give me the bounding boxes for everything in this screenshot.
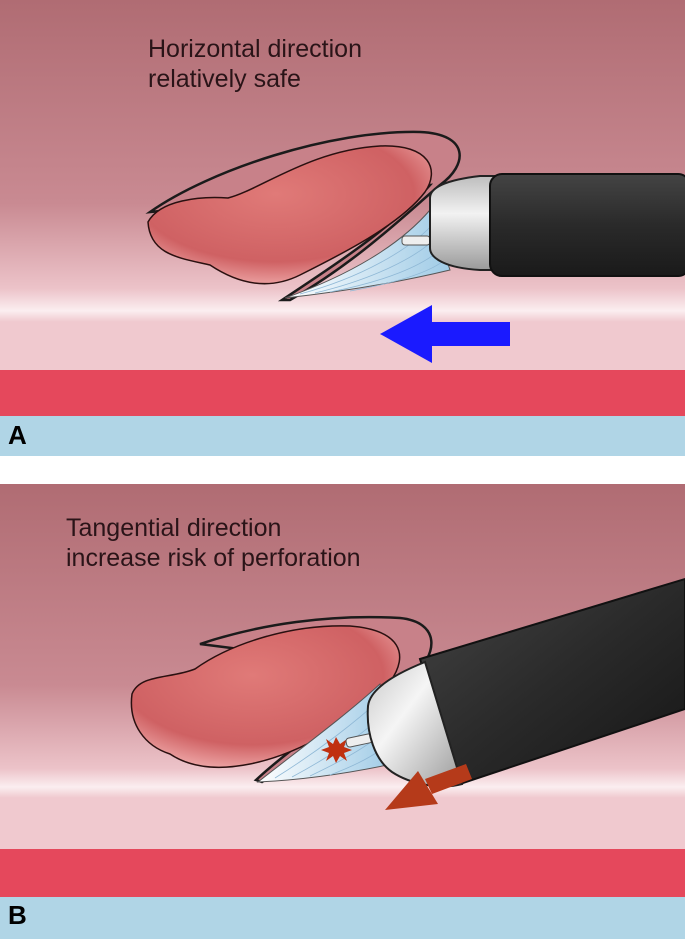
panel-a-illustration (0, 0, 685, 456)
panel-a-caption-line2: relatively safe (148, 65, 301, 93)
panel-a-caption: Horizontal direction relatively safe (148, 34, 362, 94)
panel-a: Horizontal direction relatively safe A (0, 0, 685, 456)
serosa-layer (0, 897, 685, 939)
panel-b-illustration (0, 484, 685, 939)
perforation-spark-icon (321, 737, 352, 763)
panel-b-caption-line2: increase risk of perforation (66, 544, 361, 572)
panel-a-letter: A (8, 420, 27, 450)
panel-b-letter: B (8, 900, 27, 930)
panel-b-caption: Tangential direction increase risk of pe… (66, 513, 361, 573)
muscle-layer (0, 849, 685, 897)
submucosal-dissection-fan (256, 682, 393, 783)
panel-b-caption-line1: Tangential direction (66, 514, 282, 542)
direction-arrow-orange (385, 764, 472, 810)
serosa-layer (0, 416, 685, 456)
direction-arrow-blue (380, 305, 510, 363)
endoscope (489, 173, 685, 277)
knife-tip (401, 235, 431, 246)
lesion (147, 145, 433, 285)
panel-a-caption-line1: Horizontal direction (148, 35, 362, 63)
panel-b: Tangential direction increase risk of pe… (0, 484, 685, 939)
muscle-layer (0, 370, 685, 416)
